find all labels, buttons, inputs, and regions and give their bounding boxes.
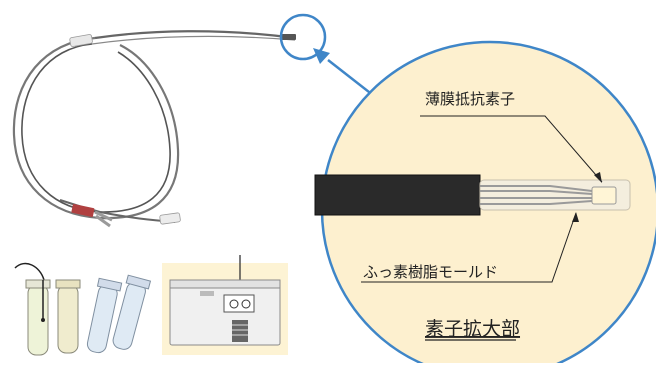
element-leader-arrowhead xyxy=(594,172,602,183)
thin-film-element xyxy=(591,186,617,205)
sensor-cable-icon xyxy=(12,30,296,228)
lead-wires xyxy=(480,185,593,205)
callout-small-circle xyxy=(279,13,327,61)
mold-leader-arrowhead xyxy=(572,212,579,222)
mold-label: ふっ素樹脂モールド xyxy=(363,263,498,281)
sheath xyxy=(314,174,481,216)
magnified-view: 薄膜抵抗素子 ふっ素樹脂モールド 素子拡大部 xyxy=(314,40,656,367)
freezer-icon xyxy=(162,255,288,355)
callout-arrowhead xyxy=(313,48,330,64)
mold-leader-line xyxy=(361,212,577,283)
element-leader-line xyxy=(420,115,603,183)
section-title: 素子拡大部 xyxy=(425,318,520,340)
element-label: 薄膜抵抗素子 xyxy=(425,90,515,108)
test-tubes-icon xyxy=(0,256,152,363)
